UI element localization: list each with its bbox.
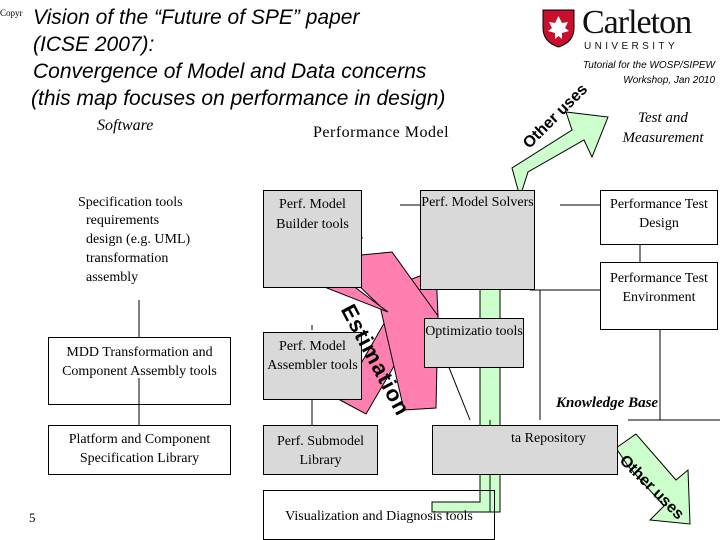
title-line-4: (this map focuses on performance in desi… bbox=[31, 87, 446, 110]
spec-tools-title: Specification tools bbox=[78, 195, 183, 210]
column-performance-model: Performance Model bbox=[313, 124, 450, 141]
other-uses-arrow-bottom bbox=[615, 433, 691, 525]
carleton-shield-logo bbox=[541, 8, 576, 48]
column-software: Software bbox=[97, 117, 154, 134]
tutorial-line-2: Workshop, Jan 2010 bbox=[623, 75, 715, 86]
spec-item: assembly bbox=[86, 270, 139, 285]
performance-test-environment-box: Performance Test Environment bbox=[600, 262, 718, 330]
visualization-diagnosis-box: Visualization and Diagnosis tools bbox=[263, 490, 495, 540]
title-line-1: Vision of the “Future of SPE” paper bbox=[33, 6, 360, 29]
other-uses-arrow-top bbox=[511, 111, 609, 199]
page-number: 5 bbox=[29, 510, 36, 525]
slide-title: Vision of the “Future of SPE” paper (ICS… bbox=[31, 4, 513, 112]
spec-item: design (e.g. UML) bbox=[86, 232, 191, 247]
column-test-measurement: Test and Measurement bbox=[622, 110, 704, 146]
spec-item: transformation bbox=[86, 251, 169, 266]
logo-name: Carleton bbox=[582, 4, 692, 41]
logo-sub: UNIVERSITY bbox=[584, 41, 679, 52]
copyright-fragment: Copyr bbox=[0, 8, 23, 18]
specification-tools-box: Specification tools requirements design … bbox=[48, 190, 231, 300]
perf-model-assembler-box: Perf. Model Assembler tools bbox=[263, 332, 362, 400]
tutorial-line-1: Tutorial for the WOSP/SIPEW bbox=[582, 60, 715, 71]
mdd-transformation-box: MDD Transformation and Component Assembl… bbox=[48, 337, 231, 405]
performance-test-design-box: Performance Test Design bbox=[600, 190, 718, 245]
optimization-tools-box: Optimizatio tools bbox=[424, 318, 524, 368]
perf-submodel-library-box: Perf. Submodel Library bbox=[263, 425, 378, 475]
title-line-2: (ICSE 2007): bbox=[33, 33, 155, 56]
spec-item: requirements bbox=[86, 213, 160, 228]
title-line-3: Convergence of Model and Data concerns bbox=[33, 60, 427, 83]
perf-model-solvers-box: Perf. Model Solvers bbox=[420, 190, 535, 290]
perf-model-builder-box: Perf. Model Builder tools bbox=[263, 190, 362, 288]
knowledge-base-label: Knowledge Base bbox=[556, 395, 659, 411]
spec-items: requirements design (e.g. UML) transform… bbox=[48, 211, 231, 287]
platform-library-box: Platform and Component Specification Lib… bbox=[48, 425, 231, 475]
data-repository-box: ta Repository bbox=[432, 425, 618, 475]
